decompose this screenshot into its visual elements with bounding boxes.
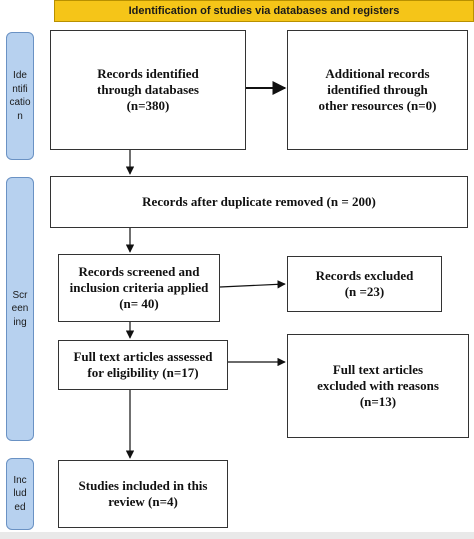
stage-included-label: Inc lud ed (6, 458, 34, 530)
stage-screening-label: Scr een ing (6, 177, 34, 441)
box-fulltext-assessed: Full text articles assessed for eligibil… (58, 340, 228, 390)
stage-identification-text: Ide ntifi catio n (9, 70, 31, 122)
stage-identification-label: Ide ntifi catio n (6, 32, 34, 160)
stage-included-text: Inc lud ed (13, 474, 27, 513)
bottom-edge-bar (0, 532, 474, 539)
arrow-screened-to-excluded (219, 280, 286, 289)
box-records-screened: Records screened and inclusion criteria … (58, 254, 220, 322)
box-studies-included: Studies included in this review (n=4) (58, 460, 228, 528)
box-fulltext-excluded: Full text articles excluded with reasons… (287, 334, 469, 438)
box-records-excluded: Records excluded (n =23) (287, 256, 442, 312)
box-after-duplicates: Records after duplicate removed (n = 200… (50, 176, 468, 228)
box-records-identified: Records identified through databases (n=… (50, 30, 246, 150)
diagram-banner: Identification of studies via databases … (54, 0, 474, 22)
stage-screening-text: Scr een ing (11, 289, 29, 328)
box-additional-records: Additional records identified through ot… (287, 30, 468, 150)
